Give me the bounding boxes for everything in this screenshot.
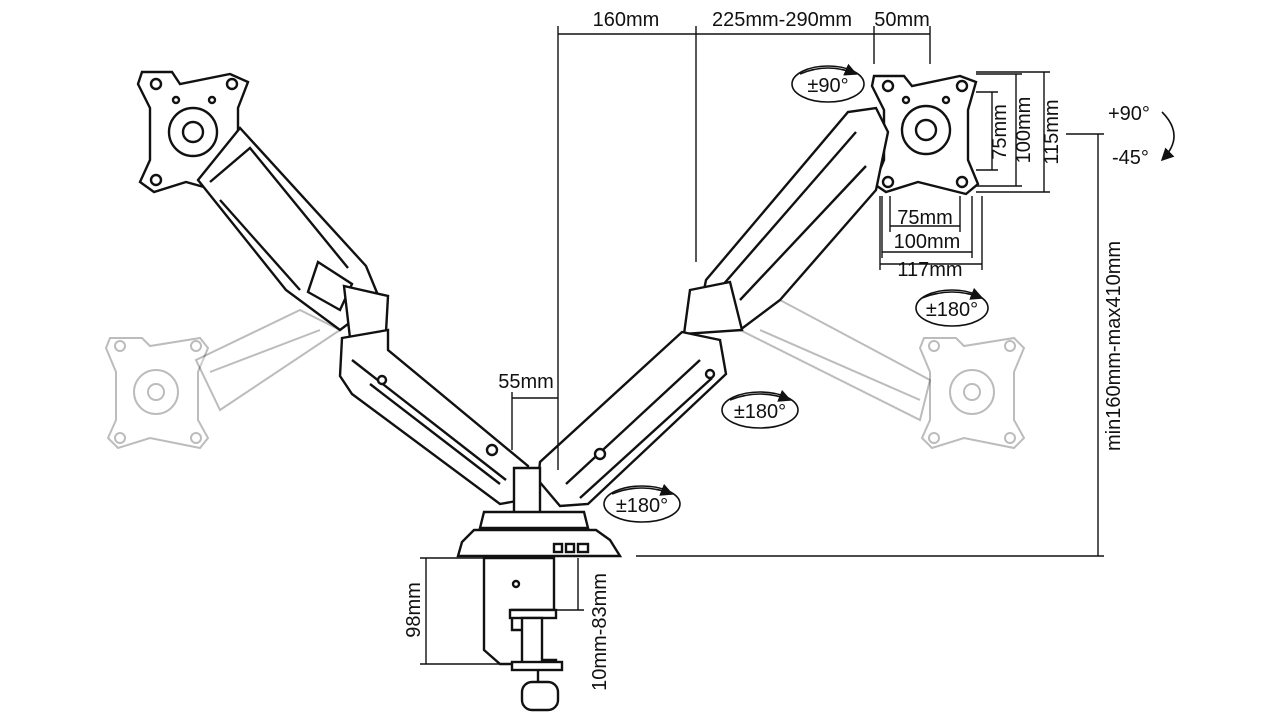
left-lower-arm [338, 328, 530, 506]
left-upper-arm [196, 126, 390, 340]
ghost-right-plate [918, 336, 1026, 450]
vesa-height-large-label: 100mm [1013, 97, 1035, 164]
plate-width-label: 117mm [897, 259, 962, 281]
height-range-label: min160mm-max410mm [1103, 241, 1125, 451]
tilt-indicator: +90° -45° [1108, 103, 1175, 169]
desk-base [456, 528, 623, 558]
rotation-label-head: ±90° [807, 75, 848, 97]
desk-clamp [482, 556, 564, 712]
right-vesa-plate [870, 74, 980, 196]
vesa-width-large-label: 100mm [894, 231, 961, 253]
rotation-label-base: ±180° [616, 495, 668, 517]
vesa-width-small-label: 75mm [897, 207, 953, 229]
clamp-height-label: 98mm [403, 582, 425, 638]
dimension-lines [420, 26, 1104, 665]
ghost-left-arm [194, 308, 342, 412]
ghost-left-plate [104, 336, 210, 450]
tilt-down-label: -45° [1112, 147, 1149, 169]
dimension-labels: 160mm 225mm-290mm 50mm 75mm 100mm 117mm … [403, 9, 1125, 691]
rotation-badge-base: ±180° [603, 483, 681, 523]
rotation-badge-head: ±90° [791, 63, 865, 103]
tilt-up-label: +90° [1108, 103, 1150, 125]
rotation-label-elbow: ±180° [734, 401, 786, 423]
rotation-badge-elbow: ±180° [721, 389, 799, 429]
center-post [478, 466, 590, 530]
arm-reach-label: 225mm-290mm [712, 9, 852, 31]
right-upper-arm [682, 106, 890, 336]
pole-offset-label: 55mm [498, 371, 554, 393]
head-offset-label: 50mm [874, 9, 930, 31]
clamp-range-label: 10mm-83mm [589, 573, 611, 691]
arm-offset-label: 160mm [593, 9, 660, 31]
plate-height-label: 115mm [1041, 99, 1063, 164]
rotation-badge-arm: ±180° [915, 287, 989, 327]
vesa-height-small-label: 75mm [989, 104, 1011, 160]
rotation-label-arm: ±180° [926, 299, 978, 321]
right-lower-arm [536, 330, 728, 508]
